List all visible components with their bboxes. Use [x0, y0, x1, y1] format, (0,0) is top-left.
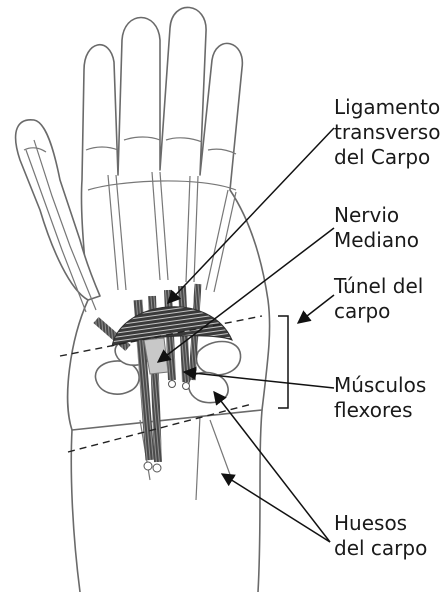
- label-line: Túnel del: [334, 274, 423, 299]
- label-line: Ligamento: [334, 95, 440, 120]
- label-nervio-mediano: Nervio Mediano: [334, 203, 419, 253]
- hand-outline: [16, 7, 270, 592]
- label-line: del Carpo: [334, 145, 440, 170]
- label-line: transverso: [334, 120, 440, 145]
- leader-tunel: [298, 295, 334, 323]
- tunnel-bracket: [278, 316, 288, 408]
- label-line: Nervio: [334, 203, 419, 228]
- label-line: Huesos: [334, 511, 427, 536]
- label-line: carpo: [334, 299, 423, 324]
- label-tunel-carpo: Túnel del carpo: [334, 274, 423, 324]
- label-line: del carpo: [334, 536, 427, 561]
- label-huesos-carpo: Huesos del carpo: [334, 511, 427, 561]
- label-musculos-flexores: Músculos flexores: [334, 373, 426, 423]
- leader-huesos-2: [222, 474, 330, 542]
- label-line: Músculos: [334, 373, 426, 398]
- label-line: Mediano: [334, 228, 419, 253]
- label-ligamento-transverso: Ligamento transverso del Carpo: [334, 95, 440, 170]
- leader-huesos-1: [214, 392, 330, 542]
- label-line: flexores: [334, 398, 426, 423]
